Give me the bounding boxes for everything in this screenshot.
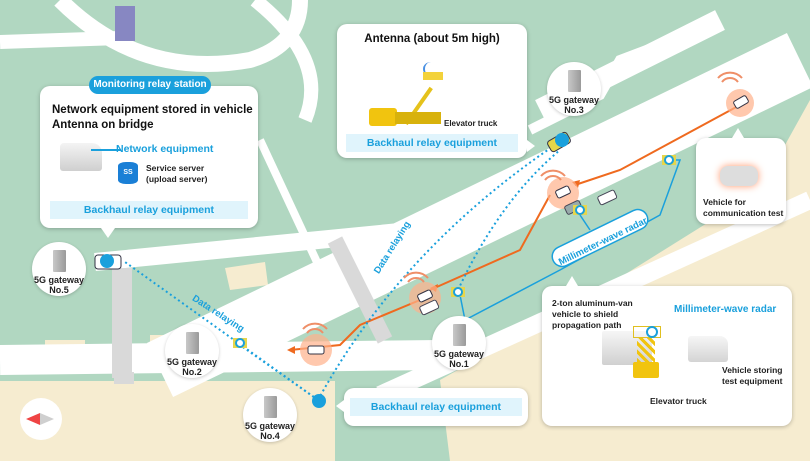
wifi-signal-icon: [423, 62, 439, 76]
radar-label: Millimeter-wave radar: [674, 304, 777, 315]
data-relay-path: [457, 149, 561, 291]
monitoring-station-badge: Monitoring relay station: [89, 76, 211, 94]
gateway-bubble-no2: 5G gateway No.2: [165, 324, 219, 378]
car-icon: [720, 166, 758, 186]
gateway-number: No.1: [449, 359, 469, 369]
gateway-device-icon: [567, 70, 581, 92]
backhaul-relay-bar: Backhaul relay equipment: [346, 134, 518, 152]
elevator-truck-label: Elevator truck: [650, 396, 707, 406]
van-shield-label-line2: vehicle to shield: [552, 309, 619, 319]
elevator-truck-icon: [633, 326, 661, 382]
station-title-line1: Network equipment stored in vehicle: [52, 104, 253, 116]
gateway-label: 5G gateway: [548, 95, 600, 105]
connector-line: [91, 149, 121, 151]
gateway-bubble-no1: 5G gateway No.1: [432, 316, 486, 370]
van-icon: [597, 189, 618, 206]
backhaul-relay-bar: Backhaul relay equipment: [350, 398, 522, 416]
test-vehicle-callout: Vehicle for communication test: [696, 138, 786, 224]
gateway-bubble-no4: 5G gateway No.4: [243, 388, 297, 442]
radar-node-icon: [646, 326, 658, 338]
test-vehicle-label-line2: communication test: [703, 208, 784, 218]
car-icon: [417, 289, 433, 303]
storing-vehicle-label-line2: test equipment: [722, 376, 783, 386]
elevator-truck-label: Elevator truck: [444, 119, 498, 128]
gateway-device-icon: [185, 332, 199, 354]
road-left: [0, 31, 121, 49]
road-top-arc: [250, 0, 319, 123]
backhaul-bottom-callout: Backhaul relay equipment: [344, 388, 528, 426]
van-icon: [419, 299, 440, 316]
server-label-line1: Service server: [146, 163, 205, 173]
database-icon: SS: [118, 162, 138, 184]
relay-node-icon: [312, 394, 326, 408]
radar-setup-callout: 2-ton aluminum-van vehicle to shield pro…: [542, 286, 792, 426]
gateway-label: 5G gateway: [433, 349, 485, 359]
van-icon: [688, 336, 728, 362]
relay-node-icon: [100, 254, 114, 268]
arrow-head: [287, 346, 295, 354]
radar-node-icon: [662, 155, 676, 165]
radar-node-icon: [451, 287, 465, 297]
road-to-gw5: [94, 221, 421, 271]
radar-link: [579, 214, 591, 231]
test-vehicle-label-line1: Vehicle for: [703, 197, 746, 207]
backhaul-relay-bar: Backhaul relay equipment: [50, 201, 248, 219]
compass-icon-tail: [40, 413, 54, 425]
van-icon: [60, 143, 102, 171]
data-relay-path: [239, 344, 319, 401]
test-vehicle-link: [429, 194, 551, 291]
gateway-device-icon: [263, 396, 277, 418]
gateway-number: No.3: [564, 105, 584, 115]
gateway-device-icon: [452, 324, 466, 346]
gateway-number: No.4: [260, 431, 280, 441]
gateway-bubble-no3: 5G gateway No.3: [547, 62, 601, 116]
monitoring-station-callout: Network equipment stored in vehicle Ante…: [40, 86, 258, 228]
bridge-pillar: [112, 268, 132, 378]
data-relay-path: [317, 144, 556, 401]
bridge-pillar: [114, 372, 134, 384]
sand-patch: [225, 262, 268, 290]
main-road: [146, 33, 810, 397]
gateway-label: 5G gateway: [166, 357, 218, 367]
gateway-label: 5G gateway: [33, 275, 85, 285]
callout-tail: [732, 128, 744, 138]
gateway-number: No.5: [49, 285, 69, 295]
compass: [20, 398, 62, 440]
gateway-label: 5G gateway: [244, 421, 296, 431]
gateway-bubble-no5: 5G gateway No.5: [32, 242, 86, 296]
car-icon: [307, 345, 325, 355]
antenna-callout: Antenna (about 5m high) Elevator truck B…: [337, 24, 527, 158]
relay-node-icon: [555, 133, 569, 147]
radar-pill: [551, 208, 649, 268]
radar-node-icon: [233, 338, 247, 348]
radar-node-icon: [573, 205, 587, 215]
car-icon: [555, 185, 571, 199]
van-shield-label-line1: 2-ton aluminum-van: [552, 298, 633, 308]
wifi-signal-icon: [302, 71, 743, 334]
gateway-device-icon: [52, 250, 66, 272]
callout-tail: [527, 140, 535, 152]
gateway-number: No.2: [182, 367, 202, 377]
callout-tail: [101, 228, 115, 238]
network-equipment-label: Network equipment: [116, 143, 214, 155]
callout-tail: [336, 400, 344, 412]
storing-vehicle-label-line1: Vehicle storing: [722, 365, 783, 375]
road-lower-horizontal: [0, 340, 441, 375]
callout-tail: [566, 276, 578, 286]
bridge-pillar-diagonal: [327, 236, 393, 344]
building: [115, 6, 135, 41]
elevator-truck-icon: [369, 72, 469, 128]
compass-icon: [26, 413, 40, 425]
antenna-title: Antenna (about 5m high): [364, 33, 500, 45]
car-icon: [733, 95, 749, 109]
station-title-line2: Antenna on bridge: [52, 119, 154, 131]
server-label-line2: (upload server): [146, 174, 208, 184]
test-vehicle-link: [574, 104, 741, 186]
van-shield-label-line3: propagation path: [552, 320, 622, 330]
